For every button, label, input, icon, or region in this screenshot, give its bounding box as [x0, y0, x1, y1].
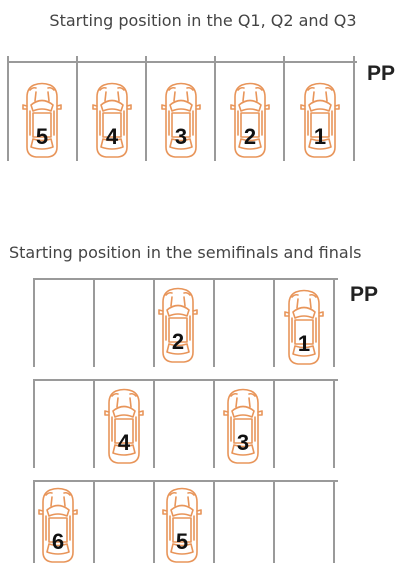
car-qualifying-slot-5: 1 — [300, 81, 340, 159]
car-qualifying-slot-1: 5 — [22, 81, 62, 159]
car-qualifying-slot-3: 3 — [161, 81, 201, 159]
car-number: 6 — [38, 531, 78, 553]
car-number: 2 — [158, 331, 198, 353]
car-finals-4: 4 — [104, 387, 144, 465]
car-number: 3 — [161, 126, 201, 148]
car-finals-6: 6 — [38, 486, 78, 564]
car-number: 1 — [300, 126, 340, 148]
car-number: 4 — [104, 432, 144, 454]
car-number: 5 — [162, 531, 202, 553]
car-number: 3 — [223, 432, 263, 454]
car-number: 1 — [284, 333, 324, 355]
car-finals-5: 5 — [162, 486, 202, 564]
car-finals-1: 1 — [284, 288, 324, 366]
car-number: 4 — [92, 126, 132, 148]
car-qualifying-slot-2: 4 — [92, 81, 132, 159]
car-qualifying-slot-4: 2 — [230, 81, 270, 159]
car-number: 2 — [230, 126, 270, 148]
car-number: 5 — [22, 126, 62, 148]
car-finals-3: 3 — [223, 387, 263, 465]
car-finals-2: 2 — [158, 286, 198, 364]
